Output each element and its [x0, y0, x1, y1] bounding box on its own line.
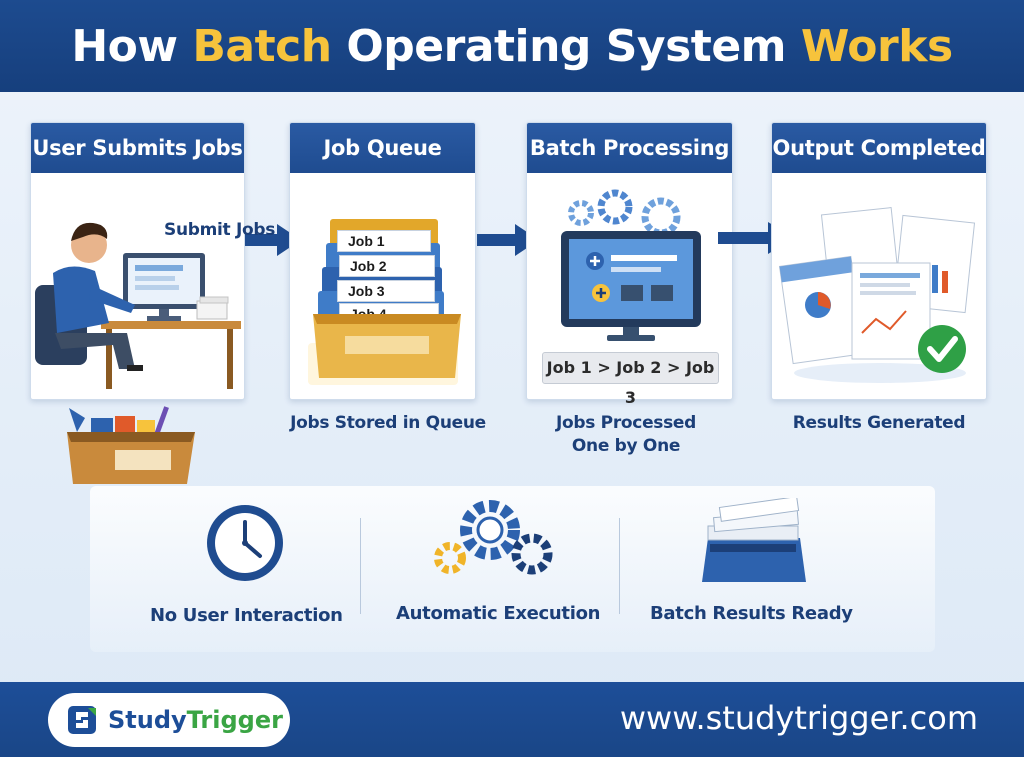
processing-monitor-icon — [561, 189, 701, 341]
header-banner: How Batch Operating System Works — [0, 0, 1024, 92]
submit-jobs-label: Submit Jobs — [164, 220, 276, 240]
step-illustration — [31, 173, 244, 399]
gears-icon — [434, 500, 553, 575]
footer: StudyTrigger www.studytrigger.com — [0, 682, 1024, 757]
step-title: User Submits Jobs — [31, 123, 244, 173]
queue-job-label-3: Job 3 — [337, 280, 435, 302]
feature-label: Automatic Execution — [396, 603, 601, 624]
step-illustration — [527, 173, 732, 399]
feature-label: No User Interaction — [150, 605, 343, 626]
queue-job-label-1: Job 1 — [337, 230, 431, 252]
brand-name: StudyTrigger — [108, 706, 283, 734]
books-icon — [702, 496, 806, 582]
step-caption: Jobs Stored in Queue — [290, 413, 486, 433]
feature-label: Batch Results Ready — [650, 603, 853, 624]
step-title: Output Completed — [772, 123, 986, 173]
step-illustration — [772, 173, 986, 399]
step-user-submits-jobs: User Submits Jobs — [30, 122, 245, 400]
output-documents-icon — [778, 207, 976, 383]
step-caption: Jobs Processed One by One — [555, 413, 697, 456]
step-title: Job Queue — [290, 123, 475, 173]
processing-sequence: Job 1 > Job 2 > Job 3 — [542, 352, 719, 407]
feature-automatic-execution: Automatic Execution — [396, 498, 601, 624]
step-title: Batch Processing — [527, 123, 732, 173]
feature-no-user-interaction: No User Interaction — [150, 500, 343, 626]
queue-job-label-2: Job 2 — [339, 255, 435, 277]
page-title: How Batch Operating System Works — [71, 20, 953, 72]
feature-divider — [360, 518, 361, 614]
step-output-completed: Output Completed — [771, 122, 987, 400]
clock-icon — [207, 505, 283, 581]
feature-batch-results-ready: Batch Results Ready — [650, 496, 853, 624]
studytrigger-logo-icon — [68, 706, 96, 734]
user-at-computer-icon — [35, 222, 241, 389]
queue-box-icon — [313, 314, 461, 378]
website-link[interactable]: www.studytrigger.com — [619, 699, 978, 737]
step-caption: Results Generated — [792, 413, 966, 433]
job-tray-icon — [67, 406, 195, 484]
feature-divider — [619, 518, 620, 614]
brand-logo[interactable]: StudyTrigger — [48, 693, 290, 747]
